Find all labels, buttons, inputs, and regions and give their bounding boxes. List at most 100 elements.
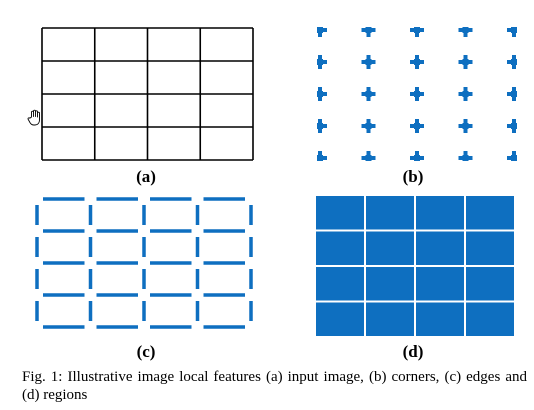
corner-arm-vertical [512, 151, 516, 158]
corner-arm-horizontal [320, 28, 327, 32]
edge-segment-horizontal [203, 197, 245, 201]
corner-center [414, 155, 420, 161]
corner-marker [410, 27, 424, 37]
region-cell [366, 196, 414, 230]
region-cell [466, 231, 514, 265]
corner-arm-vertical [318, 30, 322, 37]
corner-marker [507, 119, 517, 133]
region-cell [316, 231, 364, 265]
corner-center [462, 59, 469, 65]
corner-center [317, 155, 323, 161]
panel-d-regions [316, 196, 514, 336]
corner-marker [507, 55, 517, 69]
corner-center [365, 91, 372, 97]
corner-arm-horizontal [507, 28, 514, 32]
edge-segment-horizontal [96, 197, 138, 201]
region-cell [466, 196, 514, 230]
corner-center [511, 27, 517, 33]
edge-segment-horizontal [203, 325, 245, 329]
edge-segment-vertical [88, 269, 93, 289]
corner-marker [507, 27, 517, 37]
edge-segment-horizontal [96, 325, 138, 329]
corner-arm-vertical [463, 151, 468, 158]
edge-segment-vertical [88, 237, 93, 257]
corner-center [317, 59, 323, 65]
corner-arm-horizontal [507, 156, 514, 160]
corner-marker [361, 87, 376, 101]
edge-segment-horizontal [96, 261, 138, 265]
corner-marker [317, 55, 327, 69]
edge-segment-horizontal [43, 293, 85, 297]
corner-center [511, 123, 517, 129]
corner-marker [458, 119, 473, 133]
edge-segment-vertical [249, 301, 253, 321]
corner-center [462, 155, 469, 161]
edge-segment-horizontal [203, 261, 245, 265]
corner-marker [361, 151, 376, 161]
region-cell [316, 267, 364, 301]
corner-marker [410, 151, 424, 161]
region-cell [366, 302, 414, 336]
corner-marker [361, 55, 376, 69]
edge-segment-horizontal [43, 261, 85, 265]
edge-segment-vertical [249, 269, 253, 289]
edge-segment-vertical [35, 205, 39, 225]
corner-marker [317, 119, 327, 133]
panel-a-input-image-grid [41, 27, 254, 161]
panel-c-edges [35, 197, 253, 329]
corner-arm-horizontal [507, 60, 514, 64]
corner-center [511, 91, 517, 97]
corner-marker [361, 27, 376, 37]
region-cell [466, 302, 514, 336]
edge-segment-horizontal [150, 325, 192, 329]
edge-segment-vertical [35, 269, 39, 289]
panel-b-corners [317, 27, 517, 161]
corner-center [462, 91, 469, 97]
corner-marker [317, 27, 327, 37]
region-cell [416, 231, 464, 265]
corner-arm-horizontal [320, 156, 327, 160]
corner-center [511, 59, 517, 65]
corner-center [414, 59, 420, 65]
region-cell [416, 196, 464, 230]
region-cell [316, 302, 364, 336]
edge-segment-vertical [88, 301, 93, 321]
corner-marker [410, 55, 424, 69]
edge-segment-horizontal [43, 197, 85, 201]
corner-center [365, 123, 372, 129]
corner-center [317, 27, 323, 33]
edge-segment-vertical [142, 269, 146, 289]
edge-segment-horizontal [150, 261, 192, 265]
edge-segment-vertical [142, 237, 146, 257]
figure-caption: Fig. 1: Illustrative image local feature… [22, 369, 527, 403]
edge-segment-vertical [142, 205, 146, 225]
corner-arm-horizontal [320, 92, 327, 96]
corner-marker [458, 151, 473, 161]
edge-segment-vertical [142, 301, 146, 321]
panel-label-b: (b) [402, 167, 424, 186]
edge-segment-horizontal [43, 325, 85, 329]
corner-center [317, 91, 323, 97]
corner-center [462, 123, 469, 129]
edge-segment-horizontal [203, 293, 245, 297]
edge-segment-vertical [35, 301, 39, 321]
corner-center [511, 155, 517, 161]
corner-arm-horizontal [507, 124, 514, 128]
region-cell [416, 302, 464, 336]
figure-illustration [35, 27, 517, 336]
panel-label-a: (a) [136, 167, 156, 186]
corner-arm-horizontal [320, 124, 327, 128]
edge-segment-vertical [88, 205, 93, 225]
edge-segment-horizontal [150, 197, 192, 201]
corner-center [414, 123, 420, 129]
corner-marker [458, 55, 473, 69]
corner-arm-vertical [415, 151, 419, 158]
panel-label-d: (d) [402, 342, 424, 361]
region-cell [366, 267, 414, 301]
corner-arm-vertical [366, 30, 371, 37]
corner-center [365, 27, 372, 33]
edge-segment-horizontal [43, 229, 85, 233]
edge-segment-vertical [35, 237, 39, 257]
corner-center [462, 27, 469, 33]
corner-arm-vertical [415, 30, 419, 37]
